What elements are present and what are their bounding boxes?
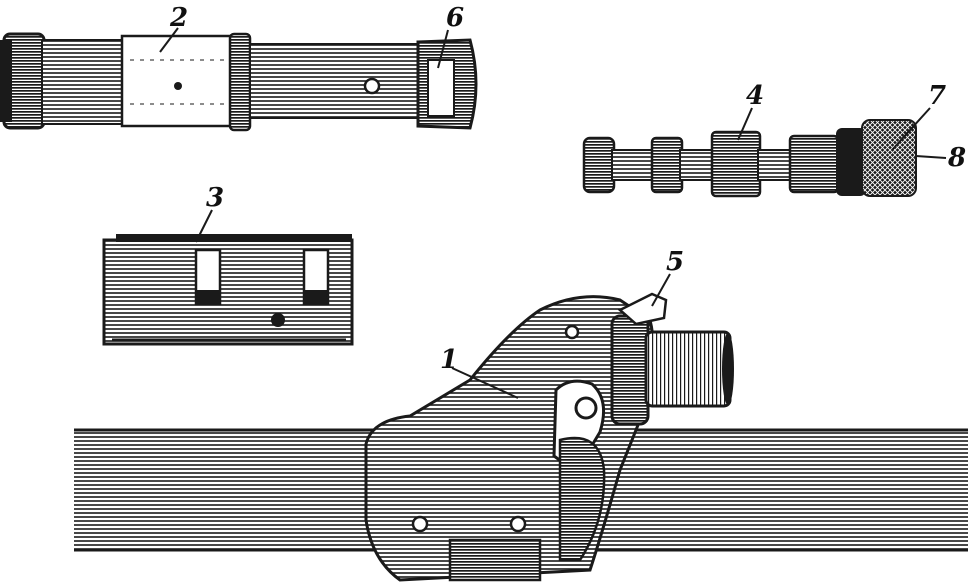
part-3-sleeve — [102, 234, 354, 346]
callout-8: 8 — [947, 143, 966, 173]
leader-5 — [651, 273, 671, 307]
leader-8 — [915, 155, 947, 159]
leader-6 — [437, 29, 449, 69]
part-2-tube-assembly — [0, 32, 478, 132]
part-4-spindle — [582, 119, 917, 198]
callout-6: 6 — [446, 3, 464, 33]
leader-3 — [195, 209, 213, 243]
callout-2: 2 — [169, 3, 188, 33]
callout-4: 4 — [746, 81, 764, 111]
leader-1 — [451, 367, 519, 399]
leader-4 — [737, 107, 753, 141]
callout-7: 7 — [928, 81, 946, 111]
part-1-housing-on-tube — [74, 292, 968, 582]
callout-5: 5 — [666, 247, 684, 277]
callout-1: 1 — [440, 345, 458, 375]
callout-3: 3 — [206, 183, 224, 213]
leader-2 — [159, 27, 179, 53]
leader-7 — [891, 107, 931, 151]
